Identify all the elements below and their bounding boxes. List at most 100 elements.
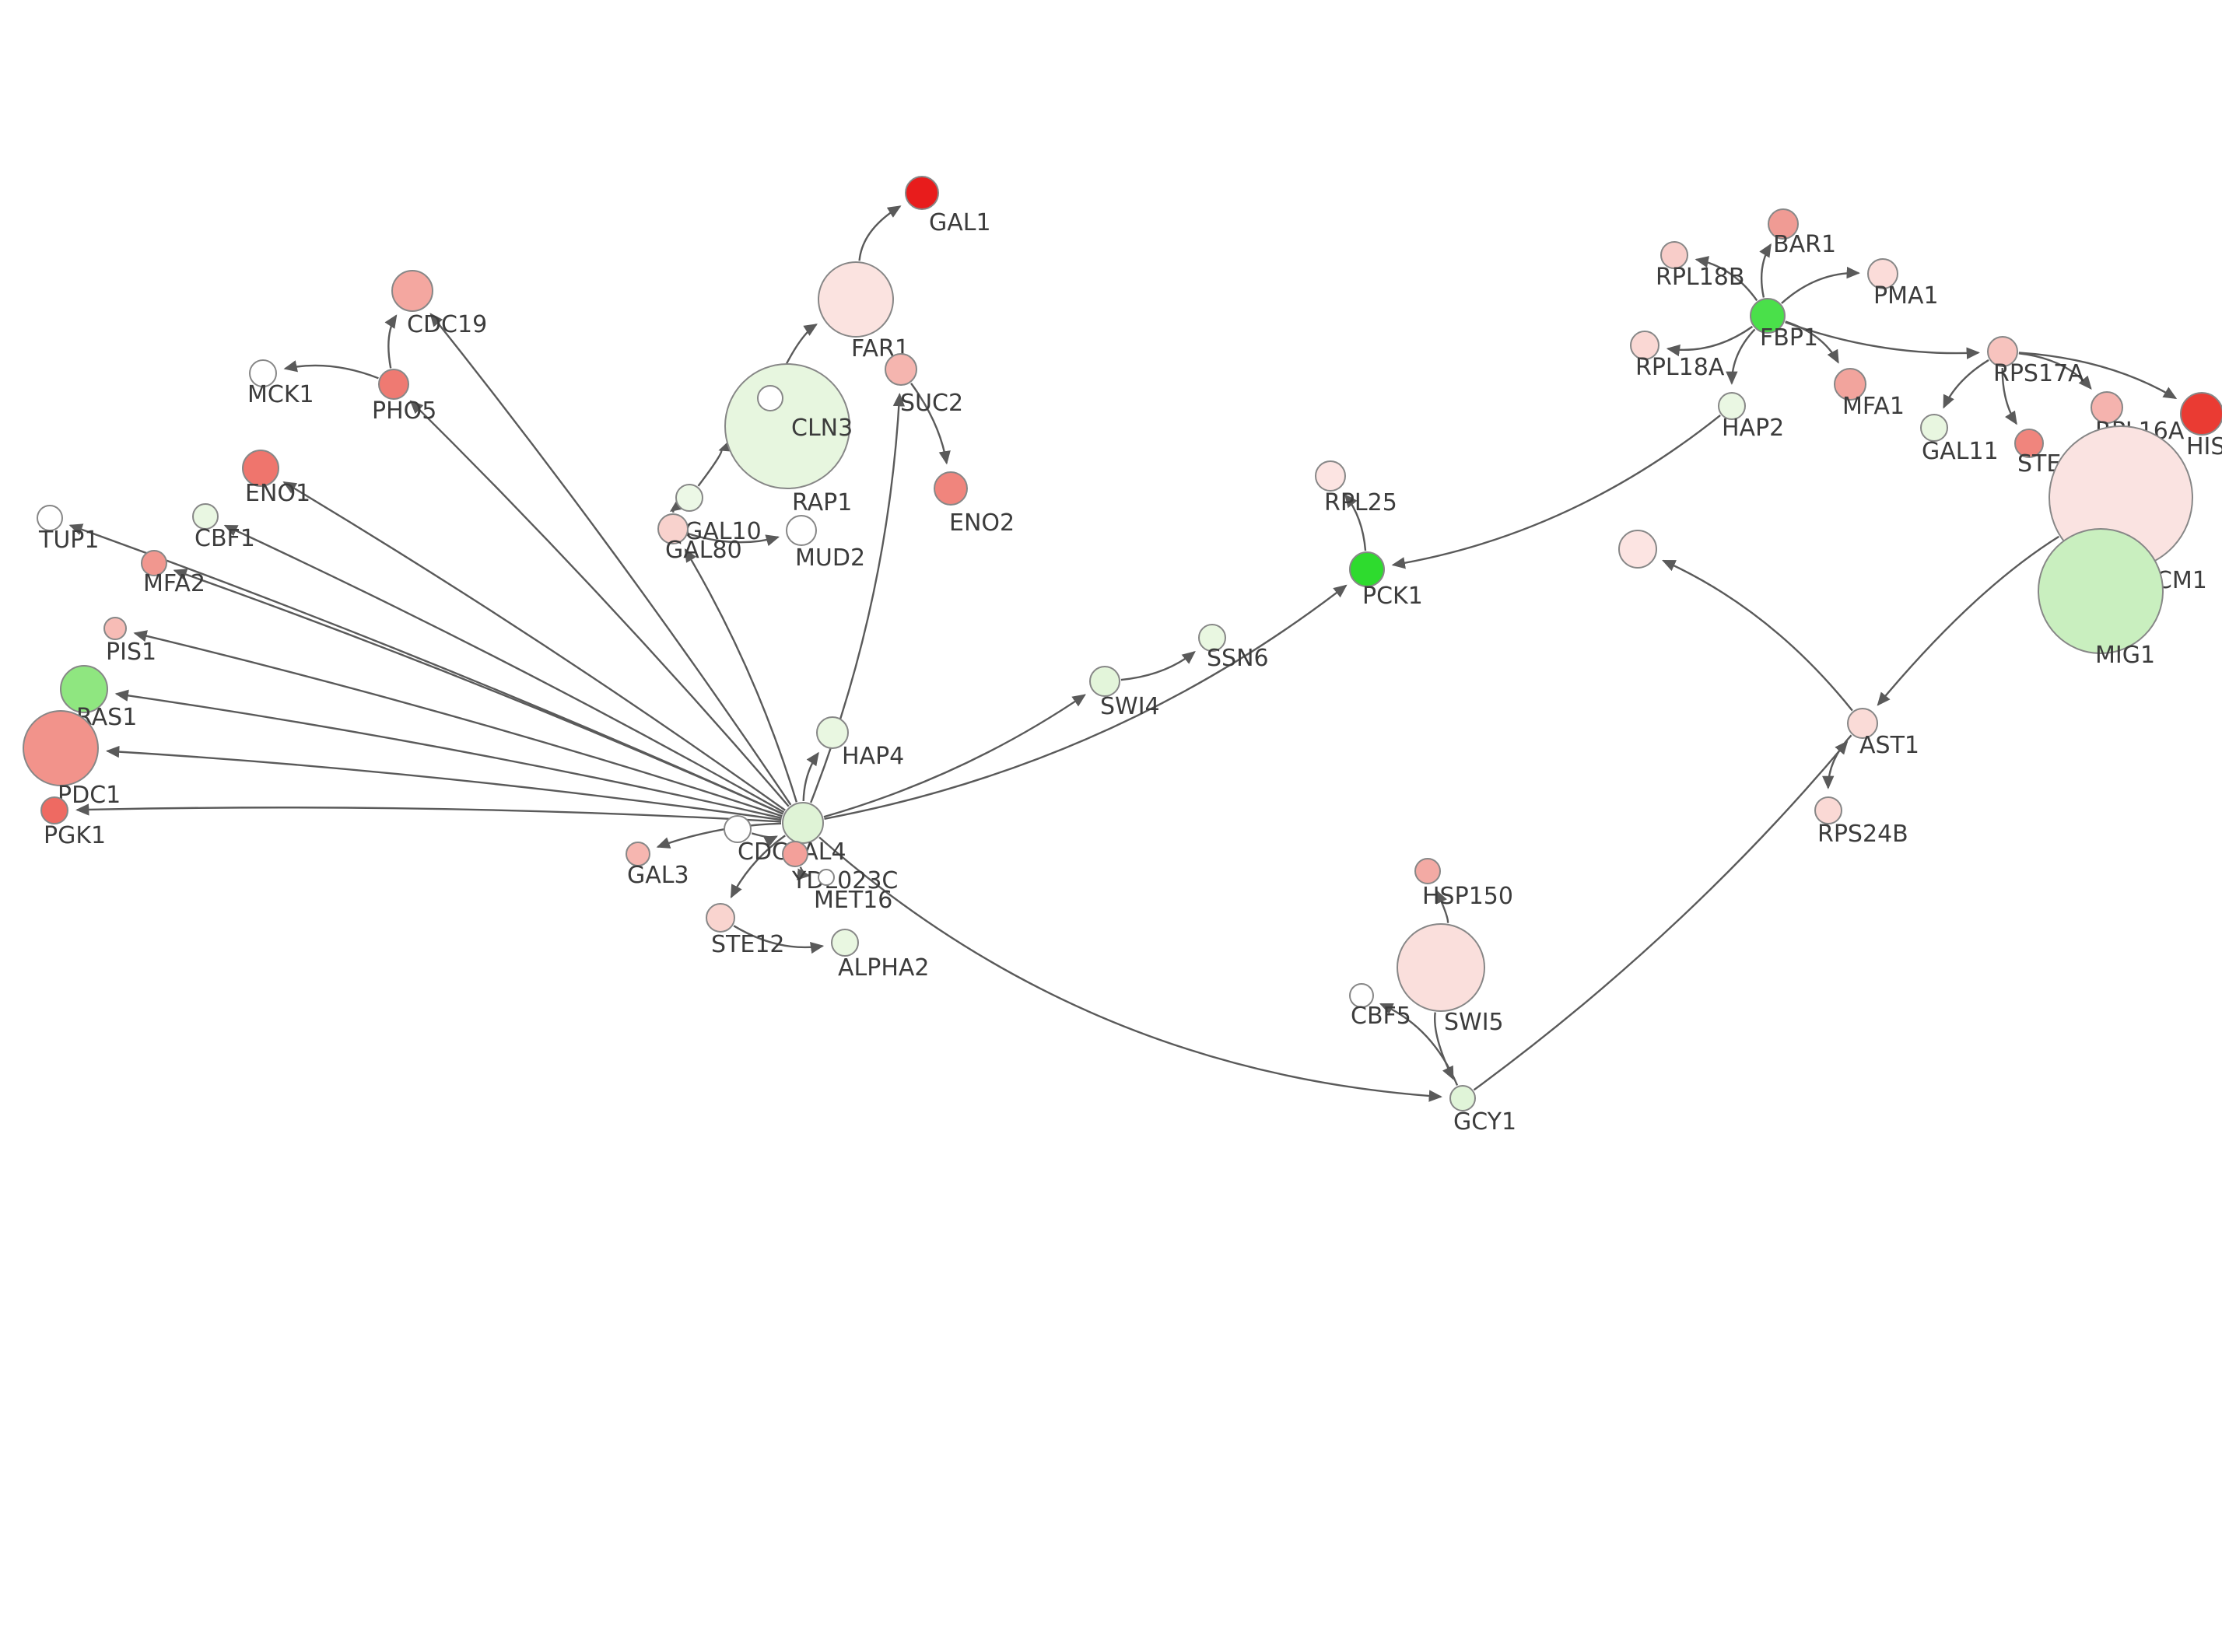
- node-cln3[interactable]: [757, 385, 783, 411]
- node-mck1[interactable]: [249, 359, 277, 387]
- edge-fbp1-rps17a: [1785, 321, 1980, 359]
- node-label-mfa2: MFA2: [143, 570, 205, 597]
- node-label-rpl18b: RPL18B: [1656, 264, 1744, 291]
- node-mfa1[interactable]: [1834, 368, 1866, 401]
- node-pck1[interactable]: [1349, 551, 1385, 587]
- edge-gal4-mfa2: [173, 569, 783, 815]
- node-rpl16a[interactable]: [2091, 391, 2123, 424]
- node-mfa2[interactable]: [141, 550, 167, 576]
- node-hsp150[interactable]: [1414, 858, 1441, 884]
- node-met16[interactable]: [818, 869, 835, 886]
- node-pma1[interactable]: [1867, 258, 1898, 289]
- edge-gal4-tup1: [68, 523, 783, 815]
- node-gal1[interactable]: [905, 176, 939, 210]
- node-pho5[interactable]: [378, 369, 409, 400]
- node-eno1[interactable]: [242, 450, 279, 487]
- node-label-swi4: SWI4: [1100, 693, 1160, 720]
- node-alpha2[interactable]: [831, 929, 859, 957]
- node-label-gcy1: GCY1: [1453, 1108, 1516, 1136]
- edge-gal4-cbf1: [223, 524, 785, 814]
- node-label-hsp150: HSP150: [1422, 883, 1513, 910]
- node-cdc19[interactable]: [391, 270, 433, 312]
- node-label-rpl18a: RPL18A: [1635, 354, 1725, 381]
- node-ydl023c[interactable]: [782, 841, 808, 867]
- edge-pck1-rpl25: [1344, 493, 1367, 551]
- node-gal4[interactable]: [782, 802, 824, 844]
- node-hap2[interactable]: [1718, 392, 1746, 420]
- edge-gal80-gal10: [669, 499, 685, 513]
- node-cbf1[interactable]: [192, 503, 219, 530]
- node-label-met16: MET16: [814, 887, 892, 914]
- node-label-gal3: GAL3: [627, 862, 689, 889]
- edge-gal4-ras1: [114, 689, 782, 819]
- node-cdc6[interactable]: [724, 815, 752, 843]
- node-rpl25[interactable]: [1315, 460, 1346, 492]
- node-tup1[interactable]: [37, 505, 63, 531]
- node-label-eno2: ENO2: [949, 509, 1015, 537]
- edge-gal4-pck1: [824, 584, 1348, 820]
- edge-ast1-rps24b: [1822, 734, 1852, 789]
- node-suc2[interactable]: [885, 353, 917, 386]
- edge-ste12-alpha2: [733, 925, 825, 954]
- node-mig1[interactable]: [2038, 528, 2164, 654]
- node-label-tup1: TUP1: [38, 527, 99, 554]
- node-swi4[interactable]: [1089, 666, 1120, 697]
- node-pgk1[interactable]: [40, 796, 68, 824]
- node-cbf5[interactable]: [1349, 983, 1374, 1008]
- node-his4[interactable]: [2180, 392, 2222, 436]
- edge-ast1-unnamed: [1662, 559, 1853, 712]
- node-label-his4: HIS4: [2186, 433, 2222, 460]
- edge-fbp1-hap2: [1726, 328, 1756, 385]
- node-eno2[interactable]: [934, 471, 968, 506]
- edge-gal4-gal3: [656, 822, 782, 849]
- node-gal11[interactable]: [1920, 414, 1948, 442]
- node-gal3[interactable]: [626, 842, 650, 866]
- edge-cdc6-gal4: [751, 832, 778, 848]
- node-rpl18b[interactable]: [1660, 241, 1688, 269]
- node-bar1[interactable]: [1768, 208, 1799, 240]
- node-gal10[interactable]: [675, 484, 703, 512]
- node-label-cln3: CLN3: [791, 415, 853, 442]
- node-far1[interactable]: [818, 261, 894, 338]
- node-label-swi5: SWI5: [1444, 1009, 1504, 1036]
- node-swi5[interactable]: [1397, 923, 1485, 1012]
- node-ste2[interactable]: [2014, 429, 2044, 458]
- node-rpl18a[interactable]: [1630, 331, 1659, 360]
- node-unnamed[interactable]: [1618, 530, 1657, 569]
- node-ssn6[interactable]: [1198, 624, 1226, 652]
- node-label-mud2: MUD2: [795, 544, 865, 572]
- node-label-gal80: GAL80: [665, 537, 742, 564]
- node-ras1[interactable]: [60, 665, 108, 713]
- node-label-rap1: RAP1: [792, 489, 852, 516]
- edge-rps17a-his4: [2018, 352, 2178, 400]
- node-rps24b[interactable]: [1814, 796, 1842, 824]
- node-label-gal11: GAL11: [1922, 438, 1999, 465]
- node-gcy1[interactable]: [1449, 1085, 1476, 1111]
- node-label-ast1: AST1: [1859, 732, 1919, 759]
- node-rap1[interactable]: [724, 363, 850, 489]
- node-label-pma1: PMA1: [1873, 282, 1939, 310]
- edge-pho5-cdc19: [384, 314, 398, 369]
- node-label-mfa1: MFA1: [1842, 393, 1905, 420]
- node-rps17a[interactable]: [1987, 336, 2018, 367]
- edge-gal4-eno1: [282, 481, 786, 811]
- edge-gal4-pho5: [409, 400, 790, 807]
- node-label-bar1: BAR1: [1773, 231, 1836, 258]
- node-gal80[interactable]: [657, 513, 689, 544]
- node-ste12[interactable]: [706, 903, 735, 933]
- edge-swi5-hsp150: [1435, 889, 1449, 923]
- node-mud2[interactable]: [786, 515, 817, 546]
- node-label-ste12: STE12: [711, 931, 785, 958]
- node-label-eno1: ENO1: [245, 480, 310, 507]
- node-pis1[interactable]: [103, 617, 127, 640]
- edge-rps17a-gal11: [1943, 359, 1989, 409]
- node-ast1[interactable]: [1847, 708, 1878, 739]
- node-label-alpha2: ALPHA2: [838, 954, 930, 982]
- node-pdc1[interactable]: [23, 710, 99, 786]
- edge-far1-gal1: [858, 205, 902, 261]
- node-label-rps24b: RPS24B: [1817, 821, 1908, 848]
- node-fbp1[interactable]: [1750, 298, 1786, 334]
- node-hap4[interactable]: [816, 716, 849, 749]
